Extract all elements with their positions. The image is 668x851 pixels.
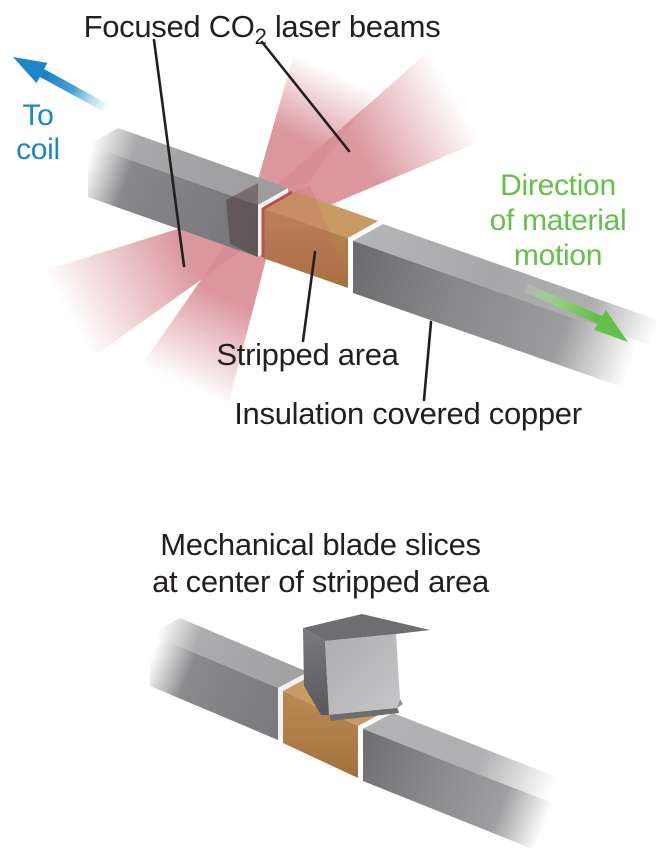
blade-front-face xyxy=(325,634,400,715)
leader-laser-left xyxy=(152,38,186,268)
wire-left-top-face xyxy=(88,128,288,205)
green-arrow-shaft xyxy=(523,284,603,324)
laser-tint-on-copper xyxy=(264,185,349,280)
leader-laser-right xyxy=(260,40,351,153)
leader-insulation xyxy=(422,320,433,402)
mechanical-blade xyxy=(303,614,430,721)
green-arrow-head xyxy=(594,310,628,342)
blue-arrow-head xyxy=(13,57,48,84)
wire-left-front-face xyxy=(88,145,258,257)
wire2-right-front-face xyxy=(363,729,560,851)
blade-top-face xyxy=(303,614,430,641)
wire2-left-front-face xyxy=(150,634,278,740)
title-subscript: 2 xyxy=(254,24,267,49)
beam-overlap-shadow xyxy=(226,183,258,257)
label-direction-of-motion: Direction of material motion xyxy=(489,169,627,272)
laser-stripping-diagram xyxy=(13,38,668,409)
leader-lines xyxy=(152,38,433,402)
blade-slicing-diagram xyxy=(150,614,590,851)
material-motion-arrow-icon xyxy=(523,284,628,342)
wire2-right-top-face xyxy=(363,713,590,806)
label-laser-beams: Focused CO2 laser beams xyxy=(0,9,524,50)
label-insulation-covered-copper: Insulation covered copper xyxy=(234,396,582,431)
copper2-front-face xyxy=(283,691,358,778)
label-blade-caption: Mechanical blade slices at center of str… xyxy=(152,527,489,599)
label-stripped-area: Stripped area xyxy=(216,337,399,372)
blade-left-face xyxy=(303,628,329,715)
blue-arrow-shaft xyxy=(39,69,109,112)
blade-bottom-chamfer xyxy=(329,708,399,721)
to-coil-arrow-icon xyxy=(13,57,109,112)
wire2-right-segment xyxy=(363,713,590,851)
wire2-left-top-face xyxy=(150,618,308,688)
copper-front-face xyxy=(263,208,348,288)
title-pre: Focused CO xyxy=(83,9,255,44)
wire-right-front-face xyxy=(353,241,648,396)
leader-stripped-area xyxy=(301,250,317,343)
label-to-coil: To coil xyxy=(16,99,60,166)
title-post: laser beams xyxy=(266,9,441,44)
blade-corner-bevel xyxy=(397,699,403,708)
copper-top-face xyxy=(263,191,378,238)
laser-heated-edge xyxy=(261,190,293,257)
stripped-copper-section xyxy=(261,185,378,288)
